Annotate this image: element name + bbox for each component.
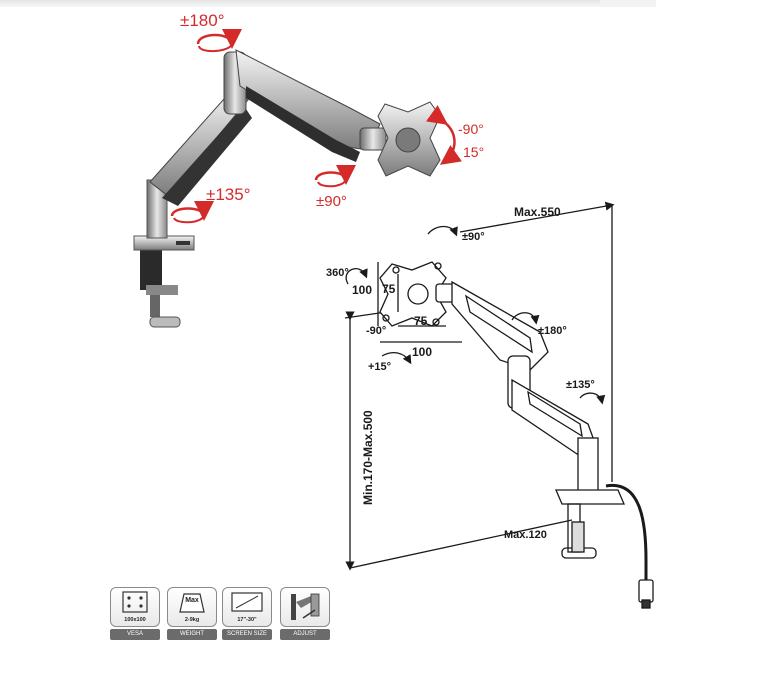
feature-screen-size: 17"-30" SCREEN SIZE bbox=[222, 587, 272, 640]
label-height-range: Min.170-Max.500 bbox=[361, 410, 375, 505]
feature-weight: Max 2-9kg WEIGHT bbox=[167, 587, 217, 640]
label-vesa-75-h: 75 bbox=[414, 314, 428, 328]
label-rotation-135: ±135° bbox=[206, 185, 251, 204]
feature-weight-value: 2-9kg bbox=[184, 617, 200, 623]
label-swivel-90: ±90° bbox=[462, 231, 485, 243]
label-max-120: Max.120 bbox=[504, 529, 547, 541]
label-swivel-180: ±180° bbox=[538, 325, 567, 337]
top-divider bbox=[0, 0, 600, 7]
photo-rotation-arrows bbox=[170, 28, 463, 224]
feature-screen-size-caption: SCREEN SIZE bbox=[222, 629, 272, 640]
feature-vesa-caption: VESA bbox=[110, 629, 160, 640]
feature-vesa: 100x100 VESA bbox=[110, 587, 160, 640]
clamp-body bbox=[140, 250, 162, 290]
feature-adjust: ADJUST bbox=[280, 587, 330, 640]
label-tilt-up: -90° bbox=[458, 121, 484, 137]
line-drawing bbox=[344, 201, 654, 609]
label-swivel-135: ±135° bbox=[566, 379, 595, 391]
adjust-icon bbox=[280, 587, 330, 627]
feature-screen-size-value: 17"-30" bbox=[237, 617, 257, 623]
weight-icon: Max 2-9kg bbox=[167, 587, 217, 627]
feature-adjust-caption: ADJUST bbox=[280, 629, 330, 640]
label-tilt-forward: +15° bbox=[368, 361, 391, 373]
label-tilt-down: 15° bbox=[463, 144, 484, 160]
feature-weight-badge: Max bbox=[185, 597, 199, 604]
label-rotation-180: ±180° bbox=[180, 11, 225, 30]
label-max-550: Max.550 bbox=[514, 205, 561, 219]
label-vesa-100-h: 100 bbox=[412, 345, 432, 359]
label-360: 360° bbox=[326, 267, 349, 279]
top-divider-end bbox=[600, 0, 656, 7]
dim-max-reach-line bbox=[459, 201, 615, 233]
label-vesa-100-v: 100 bbox=[352, 283, 372, 297]
label-vesa-75-v: 75 bbox=[382, 282, 396, 296]
feature-weight-caption: WEIGHT bbox=[167, 629, 217, 640]
label-rotation-90: ±90° bbox=[316, 193, 347, 210]
feature-vesa-value: 100x100 bbox=[124, 617, 146, 623]
vesa-icon: 100x100 bbox=[110, 587, 160, 627]
photo-monitor-arm bbox=[133, 49, 441, 328]
screen-size-icon: 17"-30" bbox=[222, 587, 272, 627]
clamp-foot bbox=[146, 285, 178, 295]
label-tilt-back: -90° bbox=[366, 325, 386, 337]
